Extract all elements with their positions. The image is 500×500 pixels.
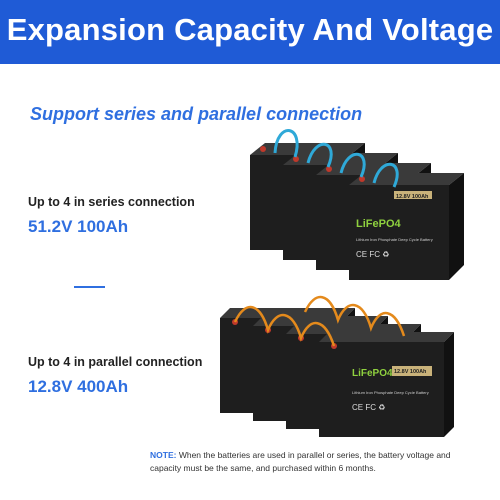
series-spec: 51.2V 100Ah [28,217,129,236]
series-label: Up to 4 in series connection [28,195,195,209]
note: NOTE: When the batteries are used in par… [150,449,475,475]
series-cable [339,152,366,178]
note-text: When the batteries are used in parallel … [150,450,451,473]
series-cable [372,162,399,188]
battery-unit-front: LiFePO4 12.8V 100Ah Lithium Iron Phospha… [319,332,454,437]
parallel-cable [303,295,406,337]
battery-marks-text: CE FC ♻ [356,250,389,259]
series-battery-image: LiFePO4 12.8V 100Ah Lithium Iron Phospha… [250,129,464,280]
parallel-battery-image: LiFePO4 12.8V 100Ah Lithium Iron Phospha… [220,295,454,437]
battery-model-text: 12.8V 100Ah [394,369,427,375]
page-title: Expansion Capacity And Voltage [6,12,494,47]
battery-brand-text: LiFePO4 [356,218,402,230]
divider [74,286,105,288]
battery-model-text: 12.8V 100Ah [396,194,429,200]
parallel-cable [233,305,336,347]
header-banner: Expansion Capacity And Voltage [0,0,500,64]
parallel-label: Up to 4 in parallel connection [28,355,203,369]
battery-brand-text: LiFePO4 [352,368,393,379]
battery-description-text: Lithium Iron Phosphate Deep Cycle Batter… [352,390,429,395]
series-cable [306,142,333,168]
battery-description-text: Lithium Iron Phosphate Deep Cycle Batter… [356,237,433,242]
series-cable [273,129,299,158]
battery-marks-text: CE FC ♻ [352,403,385,412]
parallel-spec: 12.8V 400Ah [28,377,129,396]
note-label: NOTE: [150,450,177,460]
battery-unit-front: LiFePO4 12.8V 100Ah Lithium Iron Phospha… [349,173,464,280]
subtitle: Support series and parallel connection [30,104,363,124]
